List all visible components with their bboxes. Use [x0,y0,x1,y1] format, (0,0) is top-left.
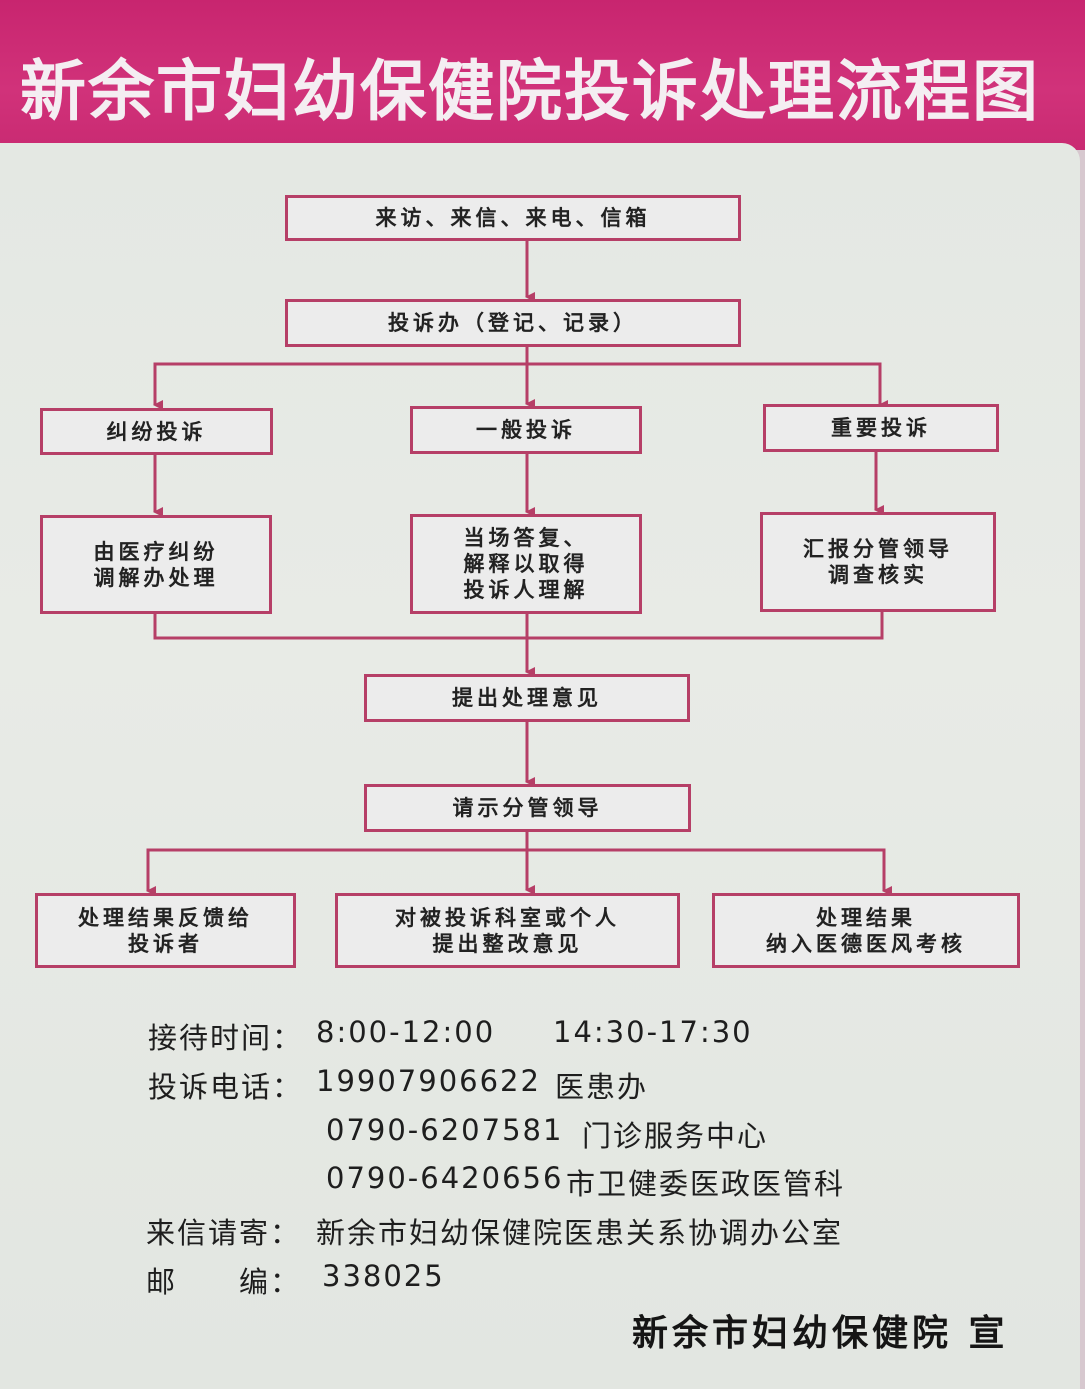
signature: 新余市妇幼保健院 宣 [632,1313,1009,1354]
phone-1-dept: 医患办 [555,1070,649,1104]
step-feedback: 处理结果反馈给 投诉者 [35,893,296,968]
step-major-handle: 汇报分管领导 调查核实 [760,512,996,612]
step-major-complaint: 重要投诉 [763,404,999,452]
mail-label: 来信请寄： [146,1216,302,1250]
mail-address: 新余市妇幼保健院医患关系协调办公室 [316,1216,844,1250]
flowchart-board [0,143,1080,1389]
phone-label: 投诉电话： [148,1070,304,1104]
title-banner [0,0,1085,150]
step-source: 来访、来信、来电、信箱 [285,195,741,241]
phone-2: 0790-6207581 [326,1113,564,1147]
step-rectify: 对被投诉科室或个人 提出整改意见 [335,893,680,968]
step-complaint-office: 投诉办（登记、记录） [285,299,741,347]
split-horizontal [153,362,882,404]
phone-3: 0790-6420656 [326,1161,564,1195]
step-propose-opinion: 提出处理意见 [364,674,690,722]
hours-label: 接待时间： [148,1021,304,1055]
step-dispute-complaint: 纠纷投诉 [40,408,273,455]
phone-1: 19907906622 [316,1064,541,1098]
phone-2-dept: 门诊服务中心 [582,1119,769,1153]
page-title: 新余市妇幼保健院投诉处理流程图 [20,53,1040,130]
split2-horizontal [146,848,886,890]
hours-am: 8:00-12:00 [316,1015,496,1049]
hours-pm: 14:30-17:30 [553,1015,753,1049]
step-request-leader: 请示分管领导 [364,784,691,832]
step-dispute-handle: 由医疗纠纷 调解办处理 [40,515,272,614]
merge-horizontal [153,612,884,640]
step-assessment: 处理结果 纳入医德医风考核 [712,893,1020,968]
zip-label: 邮 编： [146,1265,302,1299]
phone-3-dept: 市卫健委医政医管科 [566,1167,846,1201]
zip-code: 338025 [322,1259,445,1293]
step-general-complaint: 一般投诉 [410,406,642,454]
step-general-handle: 当场答复、 解释以取得 投诉人理解 [410,514,642,614]
